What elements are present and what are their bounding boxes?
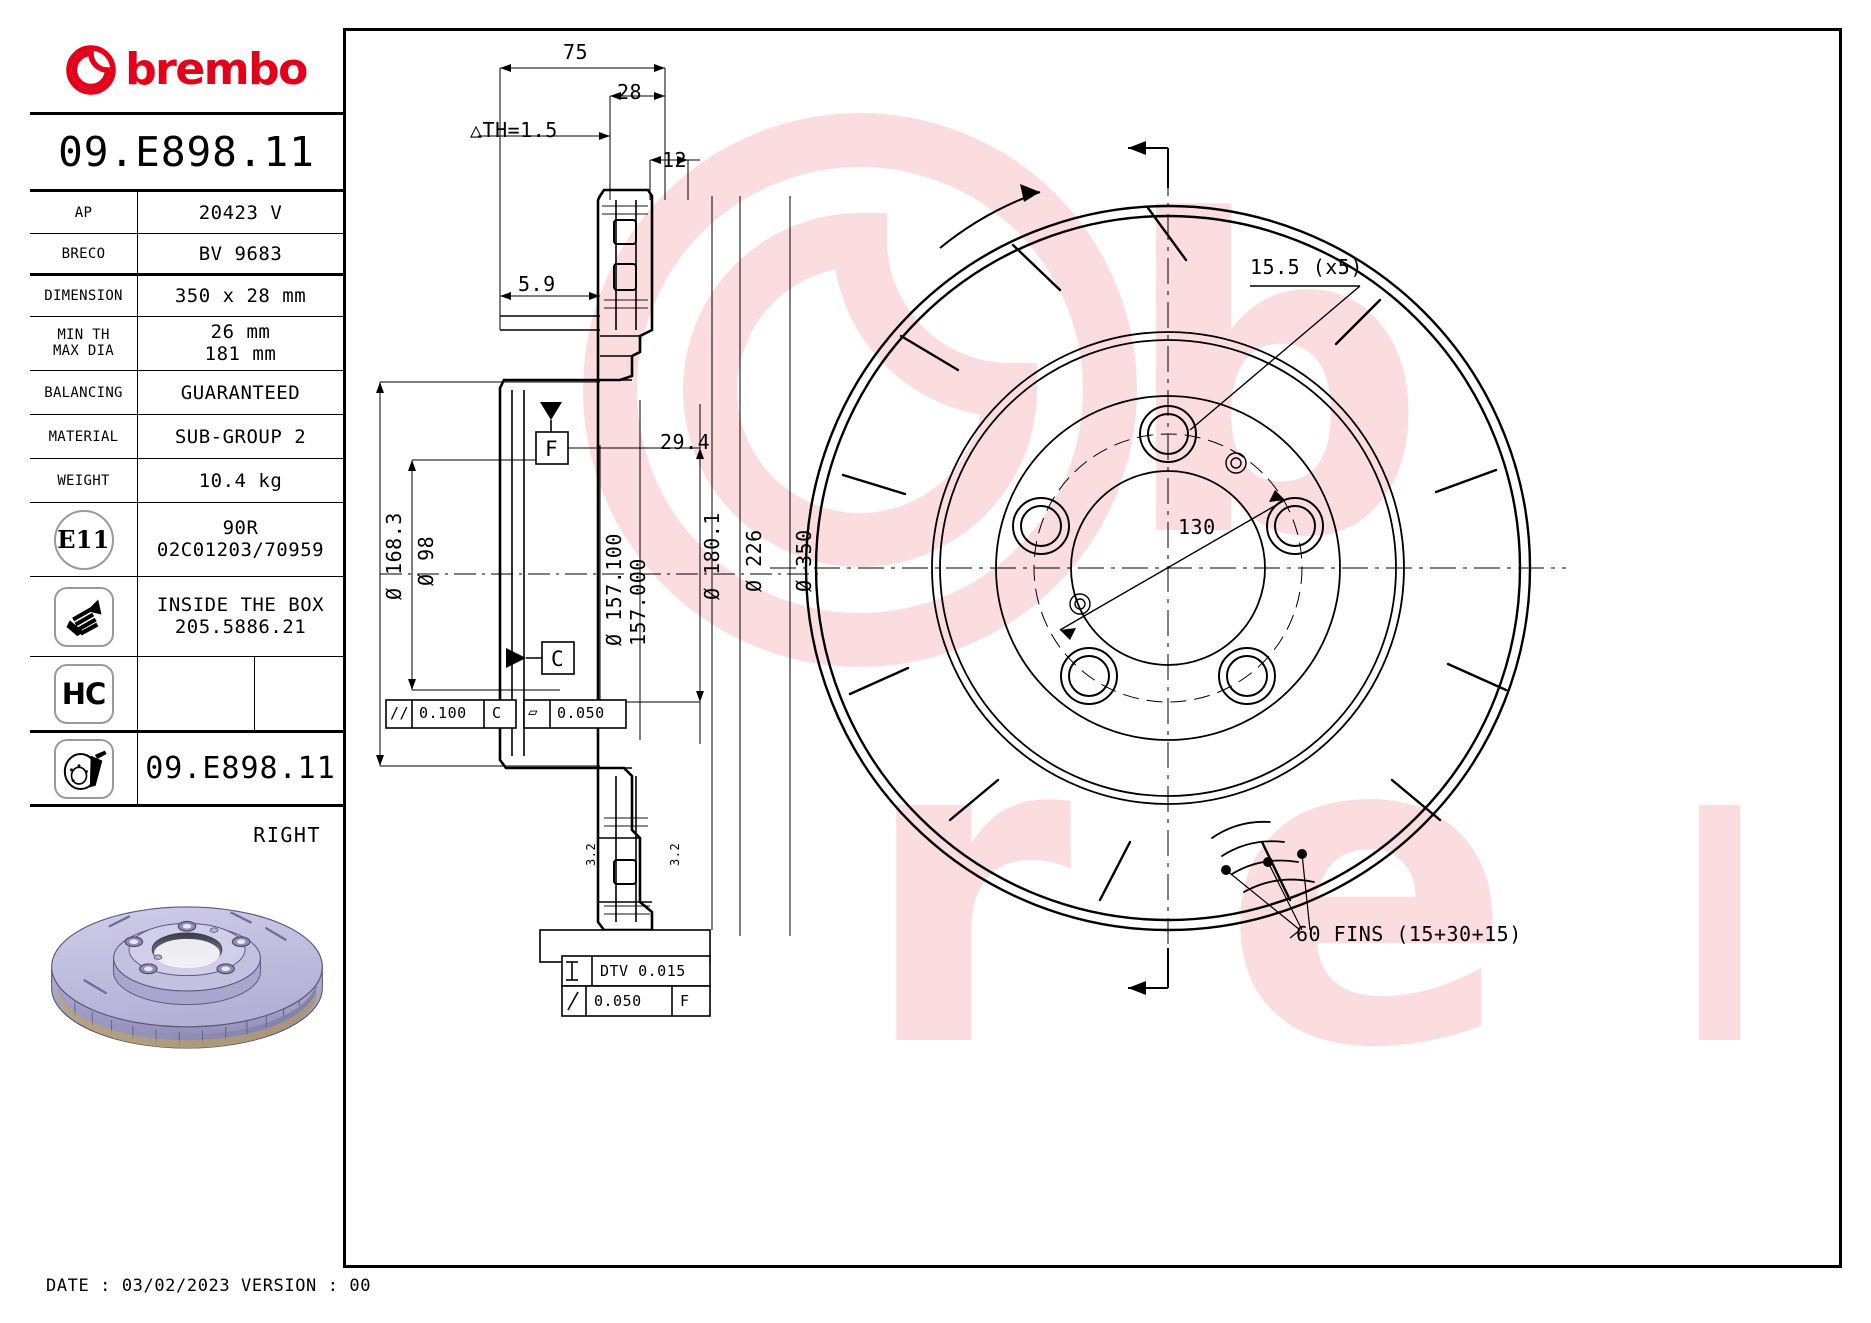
table-row-disc-code: 09.E898.11 [30, 733, 343, 807]
table-row-min-th-max-dia: MIN TH MAX DIA 26 mm 181 mm [30, 317, 343, 371]
brembo-b-logo-icon [66, 45, 116, 95]
row-value-weight: 10.4 kg [198, 469, 283, 492]
part-code: 09.E898.11 [58, 128, 315, 176]
table-row-hc: HC [30, 657, 343, 733]
screws-line2: 205.5886.21 [174, 615, 307, 638]
dim-dia-157-upper: Ø 157.100 [602, 533, 626, 646]
row-label-balancing: BALANCING [30, 371, 138, 414]
hc-empty-cell-right [255, 657, 343, 730]
dim-th-tolerance: △TH=1.5 [470, 118, 558, 142]
homologation-line1: 90R [222, 517, 259, 540]
brand-logo: brembo [30, 28, 343, 115]
disc-3d-render [30, 863, 343, 1123]
table-row-breco: BRECO BV 9683 [30, 234, 343, 276]
homologation-line2: 02C01203/70959 [156, 538, 325, 561]
dim-dia-180: Ø 180.1 [700, 512, 724, 600]
row-value-material: SUB-GROUP 2 [174, 425, 307, 448]
screw-icon-cell [30, 577, 138, 656]
table-row-weight: WEIGHT 10.4 kg [30, 459, 343, 503]
dim-dia-157-lower: 157.000 [626, 558, 650, 646]
table-row-screws: INSIDE THE BOX 205.5886.21 [30, 577, 343, 657]
screw-icon [53, 586, 114, 647]
gdt-right-value: 0.050 [557, 704, 605, 722]
value-max-dia: 181 mm [204, 342, 277, 365]
table-row-homologation: E11 90R 02C01203/70959 [30, 503, 343, 577]
datum-c: C [551, 647, 565, 671]
hc-icon-cell: HC [30, 657, 138, 730]
row-label-weight: WEIGHT [30, 459, 138, 502]
brand-wordmark: brembo [125, 44, 308, 95]
hc-badge-text: HC [61, 676, 107, 711]
row-label-dimension: DIMENSION [30, 276, 138, 316]
dim-dia-168: Ø 168.3 [382, 512, 406, 600]
info-panel: brembo 09.E898.11 AP 20423 V BRECO BV 96… [30, 28, 346, 1268]
row-value-balancing: GUARANTEED [180, 381, 301, 404]
row-value-dimension: 350 x 28 mm [174, 285, 307, 307]
label-pcd: 130 [1178, 515, 1216, 539]
dim-overall-width: 75 [563, 40, 589, 64]
row-value-ap: 20423 V [198, 201, 283, 224]
row-label-ap: AP [30, 192, 138, 233]
label-bolt-hole-dia: 15.5 (x5) [1250, 255, 1363, 279]
hc-empty-cell-left [138, 657, 256, 730]
side-label: RIGHT [253, 823, 321, 847]
table-row-balancing: BALANCING GUARANTEED [30, 371, 343, 415]
hc-badge-icon: HC [53, 663, 114, 724]
row-value-min-th-max-dia: 26 mm 181 mm [138, 321, 343, 365]
table-row-ap: AP 20423 V [30, 192, 343, 234]
hc-empty-value [138, 657, 343, 730]
gdt-bottom2-datum: F [680, 992, 690, 1010]
e11-badge-text: E11 [57, 525, 110, 554]
row-label-material: MATERIAL [30, 415, 138, 458]
brake-disc-pad-icon [53, 738, 114, 799]
label-max-dia: MAX DIA [52, 342, 115, 359]
dim-hub-width: 28 [617, 80, 643, 104]
homologation-value: 90R 02C01203/70959 [138, 517, 343, 561]
dim-vane-height: 29.4 [660, 430, 711, 454]
label-fins: 60 FINS (15+30+15) [1296, 922, 1522, 946]
row-label-breco: BRECO [30, 234, 138, 273]
table-row-dimension: DIMENSION 350 x 28 mm [30, 276, 343, 317]
dim-inner-step: 12 [662, 148, 688, 172]
gdt-dtv-value: DTV 0.015 [600, 962, 686, 980]
homologation-icon-cell: E11 [30, 503, 138, 576]
dim-flange-thickness: 5.9 [518, 272, 556, 296]
gdt-left-datum: C [492, 704, 502, 722]
table-row-material: MATERIAL SUB-GROUP 2 [30, 415, 343, 459]
screws-line1: INSIDE THE BOX [156, 594, 325, 617]
disc-row-value: 09.E898.11 [145, 751, 336, 786]
datum-f: F [545, 437, 559, 461]
dim-small-1: 3.2 [584, 842, 598, 866]
brake-disc-icon-cell [30, 733, 138, 804]
dim-dia-226: Ø 226 [742, 529, 766, 592]
dim-small-2: 3.2 [668, 842, 682, 866]
part-code-header: 09.E898.11 [30, 115, 343, 192]
gdt-bottom2-value: 0.050 [594, 992, 642, 1010]
value-min-th: 26 mm [210, 321, 271, 344]
footer-date-version: DATE : 03/02/2023 VERSION : 00 [46, 1276, 372, 1296]
gdt-left-symbol: // [390, 704, 410, 722]
row-value-breco: BV 9683 [198, 242, 283, 265]
e11-circle-icon: E11 [53, 509, 114, 570]
row-label-min-th-max-dia: MIN TH MAX DIA [30, 317, 138, 370]
gdt-right-symbol: ▱ [528, 702, 539, 721]
dim-dia-98: Ø 98 [414, 535, 438, 586]
label-min-th: MIN TH [57, 326, 110, 343]
screws-value: INSIDE THE BOX 205.5886.21 [138, 594, 343, 638]
gdt-left-value: 0.100 [419, 704, 467, 722]
dim-dia-350: Ø 350 [792, 529, 816, 592]
